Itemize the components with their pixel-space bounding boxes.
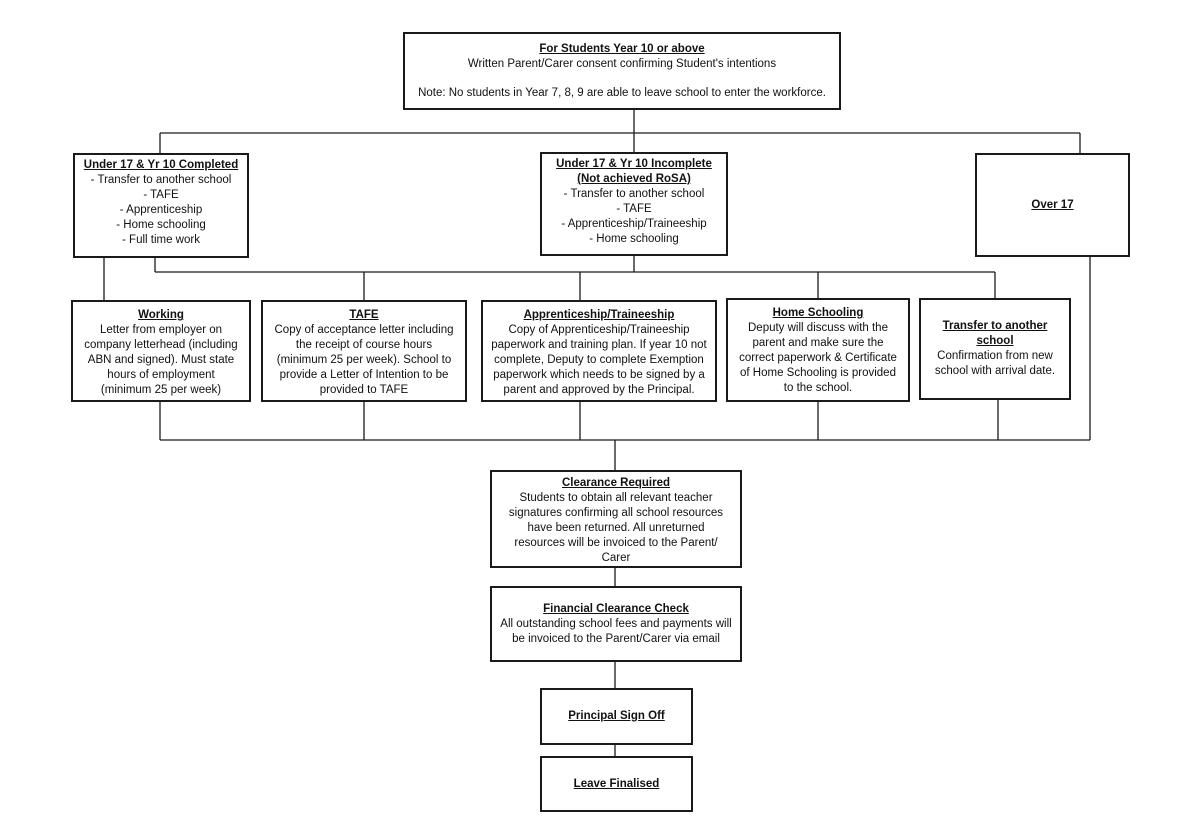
option-line: correct paperwork & Certificate (739, 352, 897, 364)
option-line: parent and make sure the (752, 337, 884, 349)
clearance-line: signatures confirming all school resourc… (508, 507, 724, 519)
finalised-box: Leave Finalised (540, 756, 693, 812)
branch-line: - Transfer to another school (563, 188, 705, 200)
option-line: Deputy will discuss with the (748, 322, 888, 334)
option-line: of Home Schooling is provided (740, 367, 896, 379)
option-line: provided to TAFE (319, 384, 409, 396)
clearance-line: Carer (601, 552, 631, 564)
option-title: Working (138, 309, 184, 321)
option-title: Transfer to another (942, 320, 1048, 332)
option-line: company letterhead (including (84, 339, 238, 351)
principal-box: Principal Sign Off (540, 688, 693, 745)
financial-title: Financial Clearance Check (543, 602, 689, 615)
branch-line: - Apprenticeship (119, 204, 203, 216)
start-line-2: Note: No students in Year 7, 8, 9 are ab… (418, 87, 826, 99)
branch-title: Over 17 (1031, 198, 1074, 211)
option-line: the receipt of course hours (295, 339, 433, 351)
branch-line: - Home schooling (589, 233, 679, 245)
option-working: Working Letter from employer on company … (71, 300, 251, 402)
clearance-line: resources will be invoiced to the Parent… (514, 537, 718, 549)
principal-title: Principal Sign Off (568, 710, 665, 722)
branch-over17: Over 17 (975, 153, 1130, 257)
option-tafe: TAFE Copy of acceptance letter including… (261, 300, 467, 402)
option-line: complete, Deputy to complete Exemption (494, 354, 704, 366)
clearance-line: Students to obtain all relevant teacher (519, 492, 713, 504)
clearance-box: Clearance Required Students to obtain al… (490, 470, 742, 568)
option-line: ABN and signed). Must state (87, 354, 235, 366)
option-line: (minimum 25 per week). School to (276, 354, 452, 366)
branch-line: - TAFE (143, 189, 179, 201)
branch-line: - Apprenticeship/Traineeship (561, 218, 707, 230)
option-line: Letter from employer on (99, 324, 223, 336)
finalised-title: Leave Finalised (573, 777, 660, 790)
branch-title: Under 17 & Yr 10 Incomplete (556, 158, 712, 170)
option-apprenticeship: Apprenticeship/Traineeship Copy of Appre… (481, 300, 717, 402)
branch-line: - TAFE (616, 203, 652, 215)
option-line: provide a Letter of Intention to be (279, 369, 449, 381)
financial-box: Financial Clearance Check All outstandin… (490, 586, 742, 662)
option-line: to the school. (783, 382, 853, 394)
option-line: (minimum 25 per week) (100, 384, 222, 396)
clearance-title: Clearance Required (561, 477, 670, 489)
option-title: TAFE (349, 309, 379, 321)
clearance-line: have been returned. All unreturned (527, 522, 705, 534)
branch-line: - Home schooling (116, 219, 206, 231)
branch-under17-completed: Under 17 & Yr 10 Completed - Transfer to… (73, 153, 249, 258)
option-transfer: Transfer to another school Confirmation … (919, 298, 1071, 400)
option-subtitle: school (976, 335, 1014, 347)
branch-line: - Full time work (122, 234, 200, 246)
option-home-schooling: Home Schooling Deputy will discuss with … (726, 298, 910, 402)
branch-subtitle: (Not achieved RoSA) (577, 173, 691, 185)
start-line-1: Written Parent/Carer consent confirming … (467, 58, 777, 70)
branch-under17-incomplete: Under 17 & Yr 10 Incomplete (Not achieve… (540, 152, 728, 256)
option-line: hours of employment (107, 369, 215, 381)
option-line: paperwork which needs to be signed by a (493, 369, 705, 381)
option-title: Apprenticeship/Traineeship (523, 309, 675, 321)
financial-line: All outstanding school fees and payments… (500, 617, 732, 630)
financial-line: be invoiced to the Parent/Carer via emai… (512, 632, 720, 645)
start-box: For Students Year 10 or above Written Pa… (403, 32, 841, 110)
option-line: parent and approved by the Principal. (503, 384, 695, 396)
option-line: paperwork and training plan. If year 10 … (491, 339, 707, 351)
option-line: Copy of Apprenticeship/Traineeship (508, 324, 690, 336)
option-line: Copy of acceptance letter including (274, 324, 454, 336)
option-title: Home Schooling (772, 307, 864, 319)
branch-line: - Transfer to another school (90, 174, 232, 186)
branch-title: Under 17 & Yr 10 Completed (83, 159, 239, 171)
option-line: Confirmation from new (937, 350, 1053, 362)
start-title: For Students Year 10 or above (539, 43, 705, 55)
option-line: school with arrival date. (934, 365, 1056, 377)
